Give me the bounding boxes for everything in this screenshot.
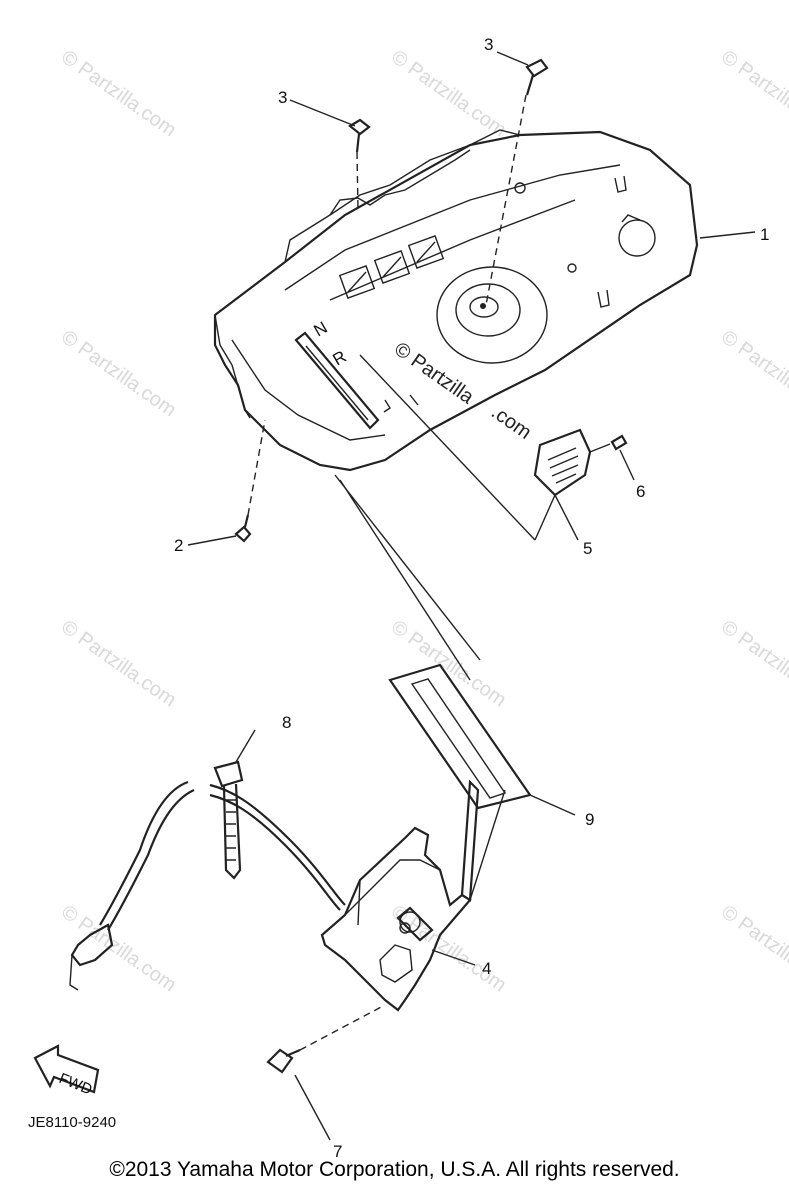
watermark: © Partzilla.com [57,616,180,711]
callout-2: 2 [174,536,183,555]
shift-slot [294,331,380,430]
callout-4: 4 [482,959,491,978]
bolt-7 [266,1004,386,1074]
screw-2 [234,419,266,543]
callout-5: 5 [583,539,592,558]
cover-hole [618,219,656,257]
callout-8: 8 [282,713,291,732]
callout-9: 9 [585,810,594,829]
watermark: © Partzilla.com [717,326,789,421]
fwd-arrow: FWD [33,1044,100,1099]
panel-letter-n: N [311,318,331,341]
fwd-arrow-icon [33,1044,100,1094]
copyright-notice: ©2013 Yamaha Motor Corporation, U.S.A. A… [109,1158,680,1181]
callout-1: 1 [760,225,769,244]
callout-7: 7 [333,1142,342,1161]
indicator-windows [338,235,445,299]
center-watermark-line1: © Partzilla [390,338,478,409]
watermark: © Partzilla.com [387,616,510,711]
watermark: © Partzilla.com [57,46,180,141]
callout-6: 6 [636,482,645,501]
center-watermark-line2: .com [487,401,535,444]
fwd-label: FWD [57,1070,95,1099]
cable-tie [213,760,244,880]
screw-3-left [348,118,371,211]
callout-labels: 1 2 3 3 4 5 6 7 8 9 [174,35,769,1161]
watermark-group: © Partzilla.com © Partzilla.com © Partzi… [57,46,789,996]
control-cable [69,780,346,991]
watermark: © Partzilla.com [717,901,789,996]
shift-bracket [320,779,480,1012]
key-switch-boss [436,266,548,364]
diagram-part-code: JE8110-9240 [28,1114,116,1131]
shift-guide-plate [388,663,532,810]
screw-6 [589,434,628,453]
watermark: © Partzilla.com [717,46,789,141]
watermark: © Partzilla.com [717,616,789,711]
console-cover: N R [213,129,699,472]
watermark: © Partzilla.com [387,46,510,141]
shift-knob [533,428,592,497]
callout-3-left: 3 [278,88,287,107]
watermark: © Partzilla.com [57,326,180,421]
callout-3-top: 3 [484,35,493,54]
leader-lines [187,51,756,1141]
screw-3-top [485,58,549,306]
